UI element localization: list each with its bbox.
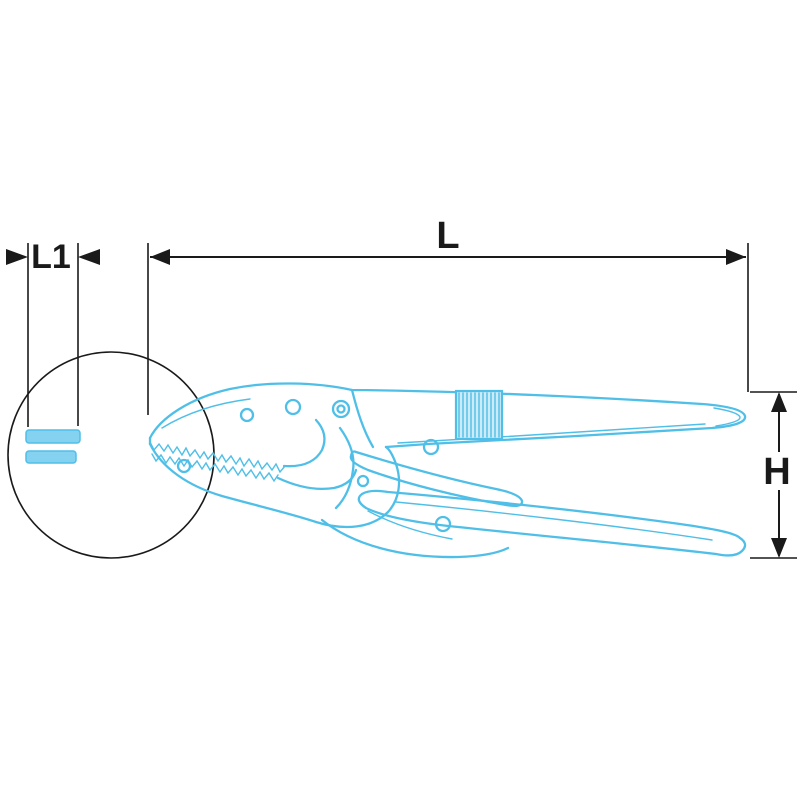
h-top-arrow [771, 392, 787, 412]
dimension-h: H [750, 391, 797, 559]
head-handle-junction [350, 388, 375, 449]
lower-handle-outline [357, 489, 747, 557]
jaw-mouth-lower-curve [276, 468, 358, 491]
l-right-arrow [726, 249, 746, 265]
dimension-l: L [147, 215, 749, 415]
detail-circle-group [7, 351, 215, 559]
lower-handle-hole [434, 515, 452, 533]
l1-label: L1 [31, 238, 71, 276]
jaw-mouth-upper-curve [282, 418, 326, 468]
upper-handle-inner-line [397, 423, 706, 444]
knurl-ridges [458, 392, 500, 438]
lower-jaw-serrations [151, 453, 279, 483]
head-hole-1 [239, 407, 255, 423]
jaw-section-bar-bottom [25, 450, 77, 464]
l-label: L [436, 215, 459, 257]
handle-hole [422, 438, 440, 456]
dimension-l1: L1 [6, 238, 100, 427]
l1-left-arrow [6, 249, 28, 265]
lower-jaw-hole [176, 458, 192, 474]
l-left-arrow [150, 249, 170, 265]
adjusting-screw-knurl [454, 389, 504, 441]
lower-handle-flare-curve [320, 518, 510, 559]
upper-jaw-serrations [149, 441, 286, 474]
jaw-section-bar-top [25, 429, 81, 444]
upper-jaw-inner-line [161, 398, 251, 429]
h-bottom-arrow [771, 538, 787, 558]
pivot-holes [176, 398, 452, 533]
moving-jaw-link-curve [334, 426, 355, 510]
head-hole-3-inner [336, 404, 346, 414]
head-hole-2 [284, 398, 302, 416]
pivot-hole [356, 474, 370, 488]
upper-handle-end-inner [713, 407, 741, 427]
pliers-drawing [148, 382, 747, 559]
h-label: H [763, 451, 790, 493]
release-lever [349, 450, 524, 508]
lower-handle-inner-line [395, 501, 713, 541]
lower-handle-flare-inner [367, 510, 453, 540]
l1-right-arrow [78, 249, 100, 265]
head-hole-3 [331, 399, 351, 419]
pliers-top-outline [148, 382, 747, 449]
